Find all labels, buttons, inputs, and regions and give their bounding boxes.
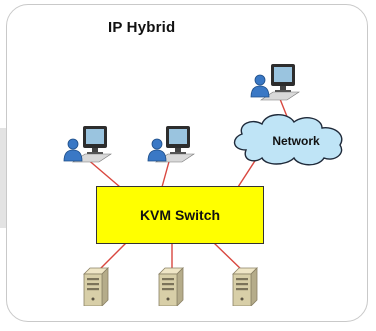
user-workstation-middle xyxy=(147,125,195,163)
network-label: Network xyxy=(272,134,320,148)
server-right xyxy=(232,267,258,306)
server-icon xyxy=(83,267,109,306)
kvm-switch-box: KVM Switch xyxy=(96,186,264,244)
server-middle xyxy=(158,267,184,306)
user-workstation-left xyxy=(63,125,112,163)
user-icon xyxy=(147,138,167,162)
link-kvm-to-left-workstation xyxy=(85,157,121,188)
link-kvm-to-right-server xyxy=(213,242,245,273)
kvm-switch-label: KVM Switch xyxy=(139,207,221,223)
server-icon xyxy=(158,267,184,306)
left-edge-strip xyxy=(0,128,10,228)
server-left xyxy=(83,267,109,306)
user-workstation-remote xyxy=(250,63,300,101)
link-lines xyxy=(85,98,291,273)
user-icon xyxy=(250,74,270,98)
user-icon xyxy=(63,138,83,162)
link-kvm-to-left-server xyxy=(96,242,127,273)
network-cloud-icon xyxy=(233,114,343,166)
server-icon xyxy=(232,267,258,306)
diagram-title: IP Hybrid xyxy=(108,19,176,36)
link-kvm-to-middle-workstation xyxy=(161,157,171,188)
